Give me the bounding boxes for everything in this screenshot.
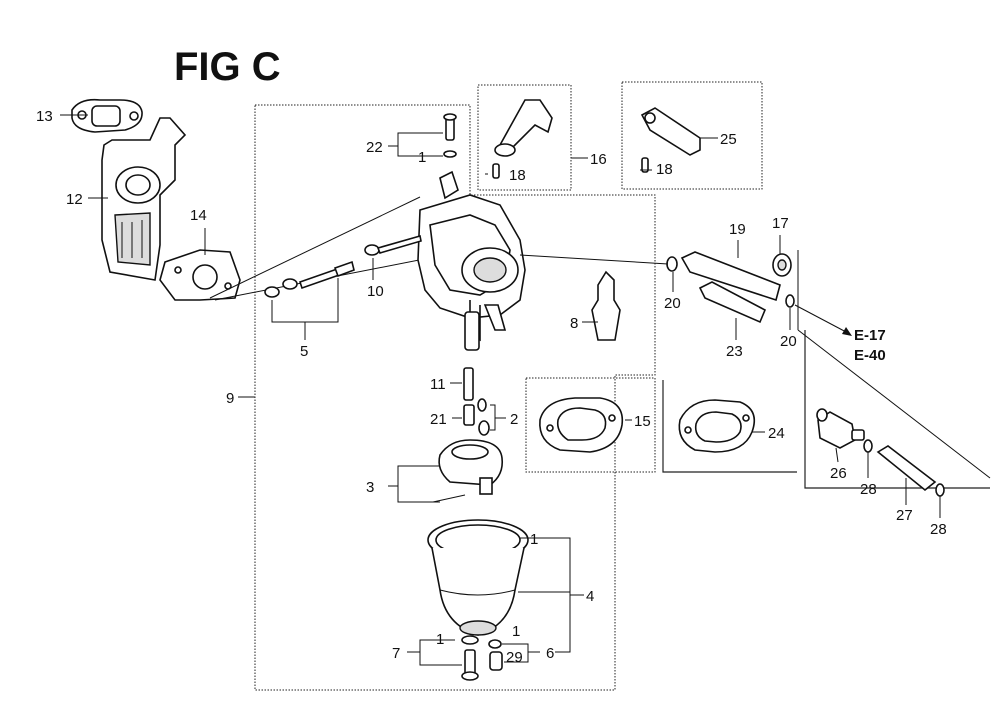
fuel-valve-26 [816, 408, 865, 449]
callout-20-b: 20 [780, 333, 797, 350]
callout-21: 21 [430, 411, 447, 428]
throttle-lever-box [621, 81, 763, 190]
callout-1-drain: 1 [512, 623, 520, 640]
carburetor-body [417, 170, 526, 351]
callout-6: 6 [546, 645, 554, 662]
gasket-15-box [525, 377, 656, 473]
carburetor-assembly-box [254, 104, 656, 691]
callout-18-b: 18 [656, 161, 673, 178]
nozzle-21 [463, 404, 475, 426]
callout-2: 2 [510, 411, 518, 428]
callout-28-a: 28 [860, 481, 877, 498]
part-10 [364, 234, 422, 256]
callout-1-screw: 1 [436, 631, 444, 648]
screw-22 [443, 113, 457, 158]
callout-4: 4 [586, 588, 594, 605]
callout-8: 8 [570, 315, 578, 332]
callout-9: 9 [226, 390, 234, 407]
clip-28-a [863, 439, 873, 453]
gasket-13 [71, 98, 143, 133]
callout-14: 14 [190, 207, 207, 224]
callout-7: 7 [392, 645, 400, 662]
callout-18-a: 18 [509, 167, 526, 184]
float-bowl-4 [427, 519, 529, 636]
reference-arrow-line [794, 304, 849, 334]
callout-16: 16 [590, 151, 607, 168]
callout-1-bowl: 1 [530, 531, 538, 548]
float-3 [432, 439, 504, 503]
callout-1-top: 1 [418, 149, 426, 166]
callout-25: 25 [720, 131, 737, 148]
bracket-12 [101, 117, 187, 281]
callout-10: 10 [367, 283, 384, 300]
float-pin-8 [591, 270, 621, 341]
pilot-screw-5 [264, 260, 355, 298]
callout-11: 11 [430, 376, 446, 393]
gasket-14 [159, 249, 241, 301]
choke-lever-16 [492, 99, 553, 179]
callout-22: 22 [366, 139, 383, 156]
reference-arrow-head [842, 327, 852, 336]
throttle-lever-25 [640, 107, 701, 173]
callout-28-b: 28 [930, 521, 947, 538]
fuel-tube-27 [876, 445, 937, 492]
callout-23: 23 [726, 343, 743, 360]
tube-23 [698, 281, 767, 324]
gasket-24-box [662, 380, 797, 473]
callout-20-a: 20 [664, 295, 681, 312]
choke-lever-box [477, 84, 572, 191]
callout-3: 3 [366, 479, 374, 496]
callout-15: 15 [634, 413, 651, 430]
jet-2 [477, 398, 490, 436]
clip-28-b [935, 483, 945, 497]
figure-title: FIG C [174, 45, 281, 89]
main-jet-11 [463, 367, 474, 401]
callout-13: 13 [36, 108, 53, 125]
callout-17: 17 [772, 215, 789, 232]
drain-bolt-7 [461, 635, 479, 681]
callout-29: 29 [506, 649, 523, 666]
clip-20-b [785, 294, 795, 308]
gasket-24 [678, 399, 756, 453]
gasket-15 [539, 397, 624, 453]
callout-27: 27 [896, 507, 913, 524]
callout-26: 26 [830, 465, 847, 482]
callout-19: 19 [729, 221, 746, 238]
reference-e17[interactable]: E-17 [854, 327, 886, 344]
drain-screw-6 [488, 639, 503, 671]
callout-12: 12 [66, 191, 83, 208]
callout-24: 24 [768, 425, 785, 442]
fuel-tube-19 [519, 251, 781, 302]
cap-17 [772, 253, 792, 277]
reference-e40[interactable]: E-40 [854, 347, 886, 364]
callout-5: 5 [300, 343, 308, 360]
